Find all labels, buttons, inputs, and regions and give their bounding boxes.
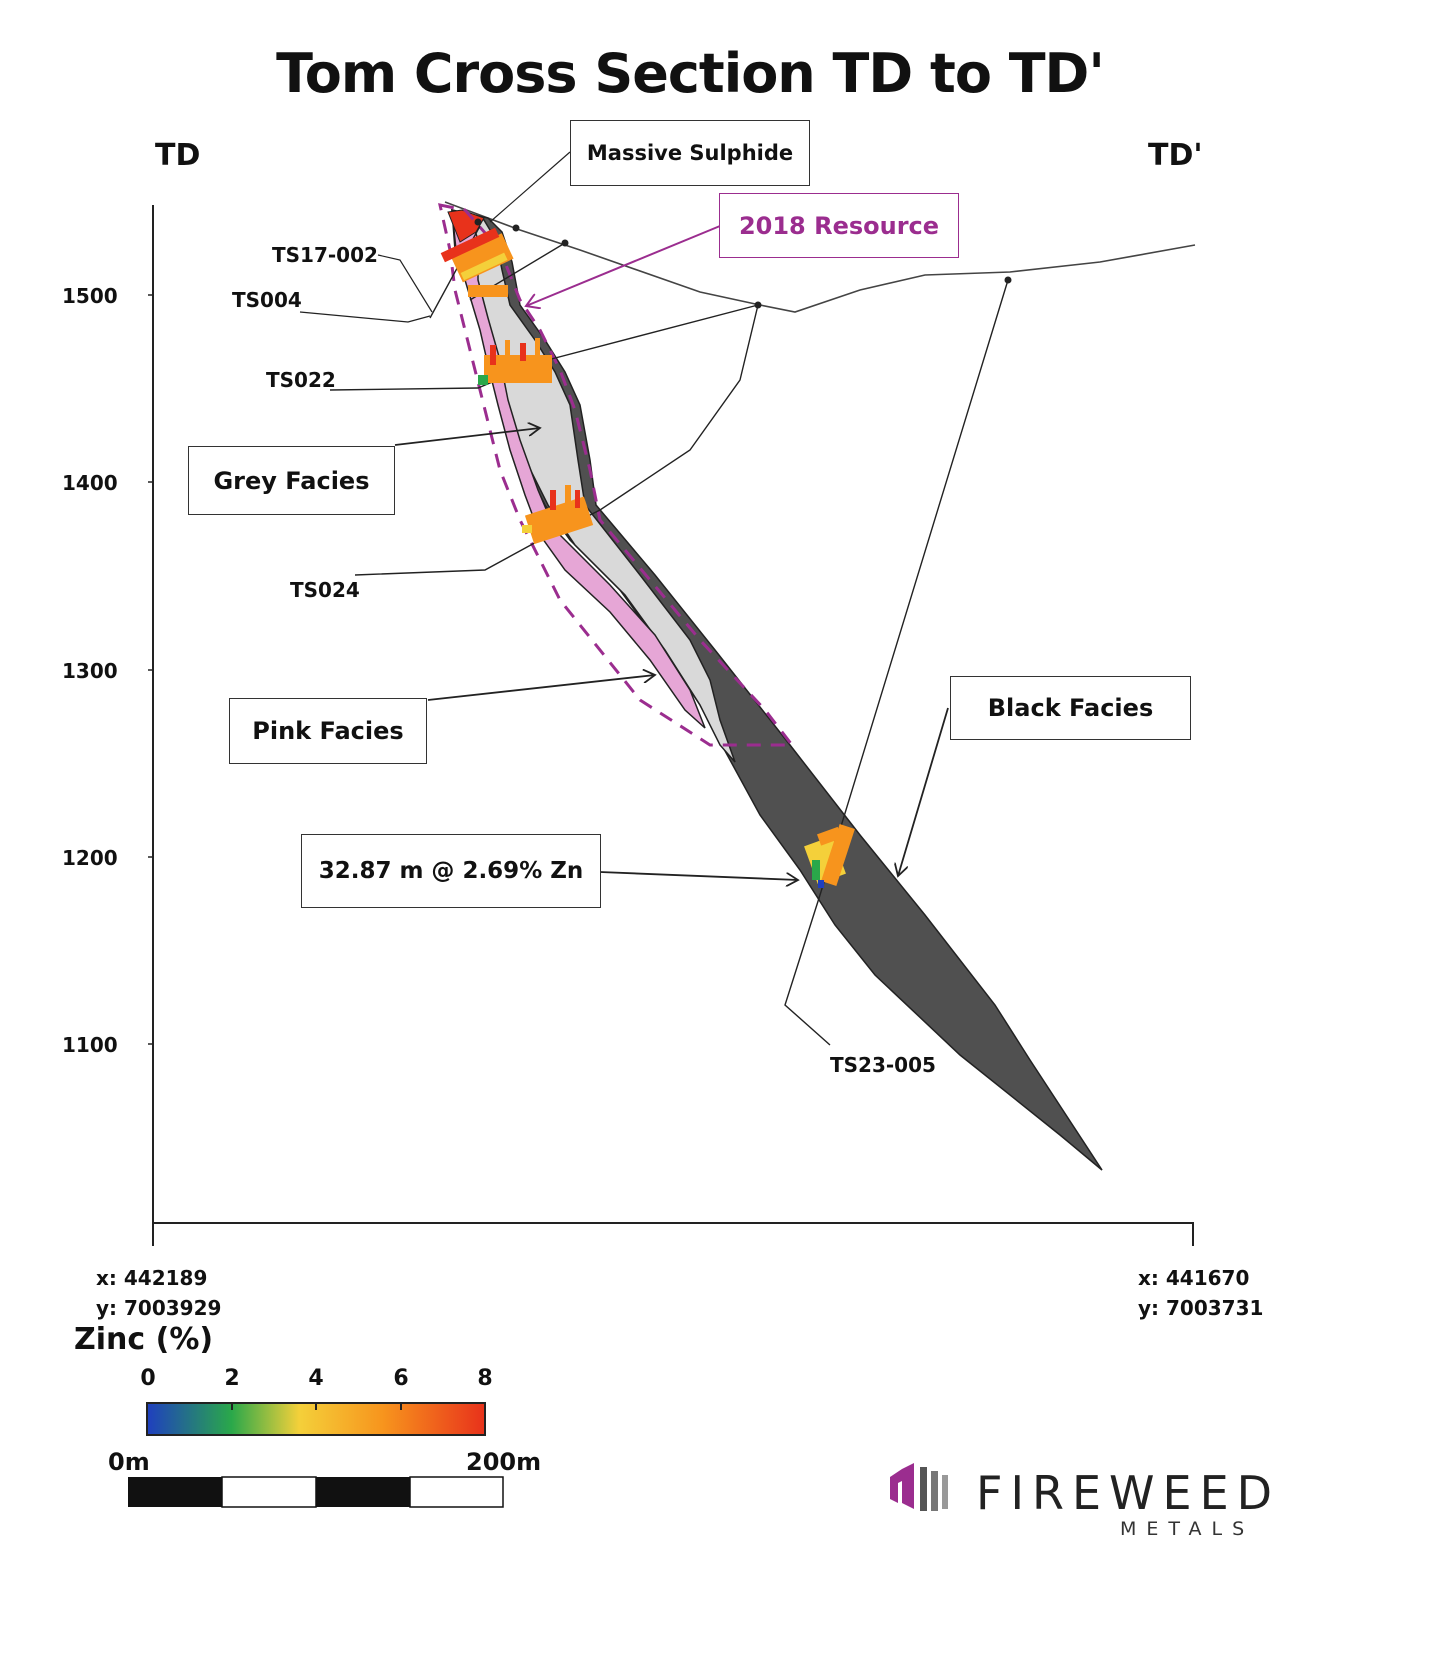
- drillhole-label-ts024: TS024: [290, 578, 360, 602]
- legend-tick-8: 8: [477, 1366, 493, 1391]
- black-facies-label: Black Facies: [950, 676, 1191, 740]
- leader-ts17-002: [377, 254, 433, 313]
- coords-start-y: y: 7003929: [96, 1296, 222, 1320]
- arrow-2018-resource: [526, 225, 721, 306]
- legend-tick-2: 2: [224, 1366, 240, 1391]
- legend-title: Zinc (%): [74, 1322, 214, 1357]
- massive-sulphide-body: [447, 209, 485, 243]
- legend-tick-4: 4: [308, 1366, 324, 1391]
- scale-bar: [128, 1476, 504, 1508]
- page-title: Tom Cross Section TD to TD': [276, 42, 1105, 105]
- y-tick-1100: 1100: [62, 1033, 118, 1057]
- section-start-label: TD: [155, 138, 201, 173]
- assay-bars-ts17-002: [440, 227, 514, 297]
- section-end-label: TD': [1148, 138, 1203, 173]
- y-tick-1200: 1200: [62, 846, 118, 870]
- y-tick-1400: 1400: [62, 471, 118, 495]
- massive-sulphide-label: Massive Sulphide: [570, 120, 810, 186]
- arrow-grey-facies: [394, 428, 540, 446]
- drillhole-trace-ts23-005: [784, 279, 1009, 1046]
- logo-name: FIREWEED: [976, 1466, 1281, 1520]
- drillhole-label-ts004: TS004: [232, 288, 302, 312]
- assay-bars-ts022: [478, 338, 552, 385]
- drillhole-trace-ts024: [354, 304, 759, 576]
- scale-bar-start-label: 0m: [108, 1448, 150, 1476]
- arrow-intercept: [599, 871, 798, 880]
- drillhole-label-ts022: TS022: [266, 368, 336, 392]
- coords-start: x: 442189 y: 7003929: [96, 1263, 221, 1323]
- resource-2018-outline: [438, 203, 796, 747]
- legend-tick-0: 0: [140, 1366, 156, 1391]
- legend-tick-6: 6: [393, 1366, 409, 1391]
- coords-end-y: y: 7003731: [1138, 1296, 1264, 1320]
- leader-ts004: [299, 311, 431, 323]
- grey-facies-label: Grey Facies: [188, 446, 395, 515]
- coords-end: x: 441670 y: 7003731: [1138, 1263, 1263, 1323]
- fireweed-logo-mark: [890, 1463, 948, 1511]
- logo-subtitle: METALS: [1120, 1518, 1255, 1540]
- scale-bar-end-label: 200m: [466, 1448, 542, 1476]
- pink-facies-label: Pink Facies: [229, 698, 427, 764]
- y-tick-1300: 1300: [62, 659, 118, 683]
- coords-end-x: x: 441670: [1138, 1266, 1250, 1290]
- drillhole-label-ts23-005: TS23-005: [830, 1053, 936, 1077]
- assay-bars-ts024: [522, 485, 594, 545]
- arrow-pink-facies: [427, 675, 655, 701]
- leader-massive-sulphide: [489, 151, 571, 223]
- topography-line: [444, 201, 1196, 313]
- coords-start-x: x: 442189: [96, 1266, 208, 1290]
- arrow-black-facies: [898, 707, 949, 876]
- y-tick-1500: 1500: [62, 284, 118, 308]
- intercept-label: 32.87 m @ 2.69% Zn: [301, 834, 601, 908]
- drillhole-label-ts17-002: TS17-002: [272, 243, 378, 267]
- resource-2018-label: 2018 Resource: [719, 193, 959, 258]
- assay-bars-ts23-005: [804, 823, 855, 888]
